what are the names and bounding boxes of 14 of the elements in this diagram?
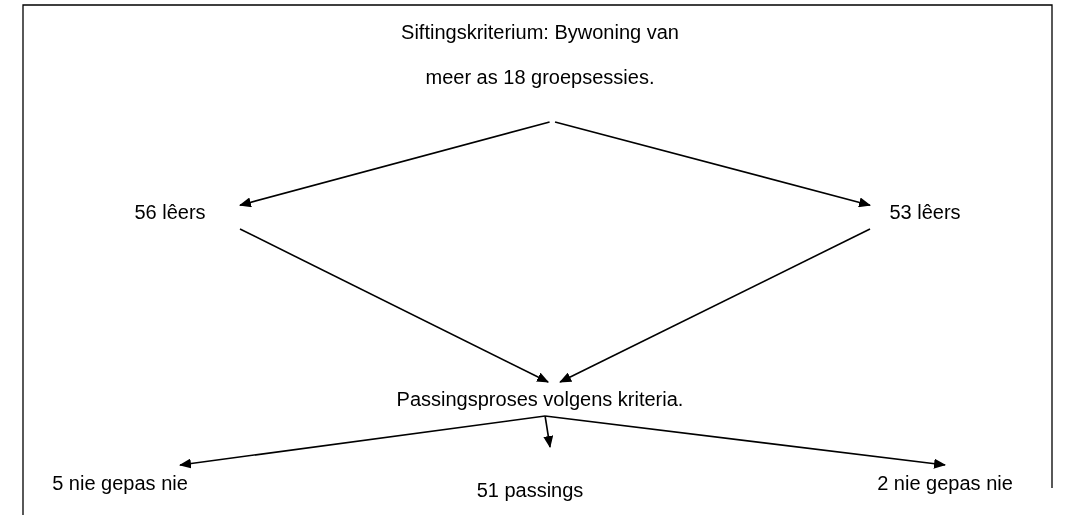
arrow [239,121,551,208]
node-text: 56 lêers [134,200,206,224]
node-text: 5 nie gepas nie [52,471,188,495]
arrow [179,415,546,469]
arrow [544,415,946,469]
arrow [559,228,871,383]
node-text: 2 nie gepas nie [877,471,1013,495]
arrow [554,121,871,208]
node-text: Passingsproses volgens kriteria. [396,387,684,411]
criterion-text: Siftingskriterium: Bywoning van meer as 18 groepsessies. [400,20,680,90]
arrow [239,228,549,383]
node-text: 51 passings [476,479,584,502]
node-text: 53 lêers [889,200,961,224]
arrow [543,415,554,448]
